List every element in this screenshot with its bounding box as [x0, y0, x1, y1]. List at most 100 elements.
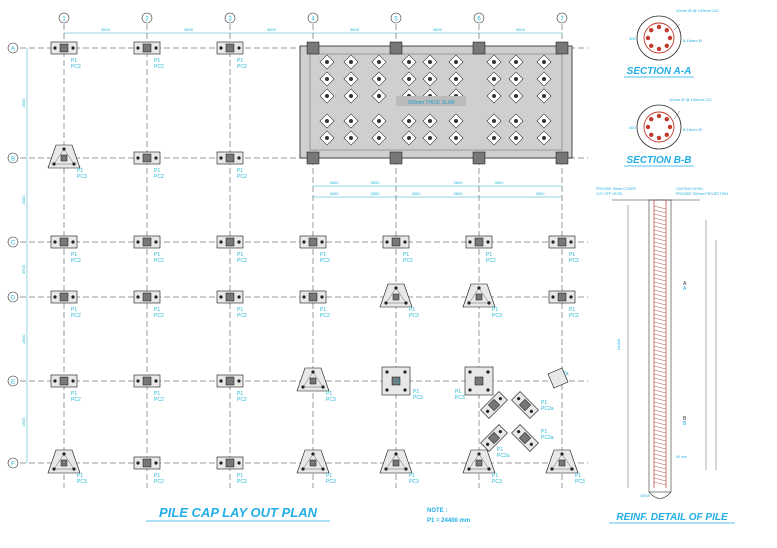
grid-bubble-row [7, 152, 19, 164]
reinf-top-note-1: PROVIDE 40mm COVER [596, 187, 636, 191]
reinf-side-b-2: B [683, 421, 687, 427]
rebar-dot [664, 43, 669, 48]
pile-cap-pc2a [511, 424, 539, 452]
section-a-tie-label: 10mm Ø @ 100mm C/C [676, 8, 719, 13]
slab-pile-marker [508, 113, 524, 129]
section-b-dim: 400 [629, 125, 636, 130]
top-dimension: 3600 [516, 27, 526, 32]
top-dimension: 3600 [350, 27, 360, 32]
section-a-title: SECTION A-A [627, 66, 692, 77]
grid-bubble-row [7, 375, 19, 387]
section-b-tie [643, 111, 675, 143]
cap-label: PC2a [541, 406, 554, 412]
section-b-bars [645, 113, 673, 141]
pile-label: P1 [154, 391, 160, 397]
section-a-bars-label: 8-16mm Ø [683, 38, 702, 43]
top-dimension: 3600 [184, 27, 194, 32]
cap-label: PC2 [154, 64, 164, 70]
grid-row-label: C [11, 241, 16, 247]
section-a-tie [643, 22, 675, 54]
cap-label: PC2 [71, 64, 81, 70]
rebar-dot [664, 117, 669, 122]
slab-pile-marker [319, 54, 335, 70]
slab-pile-marker [401, 130, 417, 146]
slab-dimension: 3600 [371, 180, 381, 185]
slab-column [306, 41, 320, 55]
reinf-title: REINF. DETAIL OF PILE [616, 512, 728, 523]
reinf-side-a-2: A [683, 286, 687, 292]
pile-slab: 300mm THICK SLAB [299, 41, 573, 165]
slab-pile-marker [319, 130, 335, 146]
cap-label: PC2a [497, 453, 510, 459]
slab-pile-marker [371, 54, 387, 70]
pile-label: P1 [71, 391, 77, 397]
pile-cap-small [547, 367, 569, 389]
rebar-dot [656, 24, 662, 30]
grid-bubble-col [58, 12, 70, 24]
section-b-tie-label: 10mm Ø @ 150mm C/C [669, 97, 712, 102]
slab-pile-marker [343, 130, 359, 146]
grid-row-label: E [11, 380, 15, 386]
pile-label: P1 [403, 252, 409, 258]
rebar-dot [645, 35, 651, 41]
slab-pile-marker [401, 54, 417, 70]
rebar-dot [667, 35, 673, 41]
reinf-top-note-2: CUT OFF LEVEL [596, 192, 623, 196]
rebar-dot [649, 43, 654, 48]
note-text: P1 = 24400 mm [427, 518, 470, 524]
rebar-dot [656, 113, 662, 119]
reinf-detail: PROVIDE 40mm COVER CUT OFF LEVEL CASTING… [596, 187, 735, 524]
rebar-dot [664, 28, 669, 33]
slab-pile-marker [536, 130, 552, 146]
pile-label: P1 [326, 473, 332, 479]
top-dimension: 3600 [433, 27, 443, 32]
slab-note: 300mm THICK SLAB [407, 100, 455, 106]
cap-label: PC2 [320, 313, 330, 319]
slab-pile-marker [371, 71, 387, 87]
grid-row-label: B [11, 157, 15, 163]
cap-label: PC2 [154, 397, 164, 403]
cap-label: PC2 [237, 258, 247, 264]
grid-col-label: 2 [145, 17, 149, 23]
pile-label: P1 [77, 168, 83, 174]
pile-rebar [653, 200, 667, 488]
slab-pile-marker [343, 113, 359, 129]
section-b: 10mm Ø @ 150mm C/C 8-16mm Ø 400 SECTION … [624, 97, 712, 167]
grid-bubble-col [224, 12, 236, 24]
grid-bubble-row [7, 42, 19, 54]
cap-label: PC2 [71, 397, 81, 403]
slab-dimension-2: 3600 [412, 191, 422, 196]
reinf-bottom-note-1: 50 mm [676, 455, 687, 459]
slab-pile-marker [448, 113, 464, 129]
cap-label: PC2 [486, 258, 496, 264]
slab-pile-marker [319, 71, 335, 87]
slab-column [555, 151, 569, 165]
pile-label: P1 [497, 447, 503, 453]
slab-pile-marker [536, 54, 552, 70]
pile-cap-pc2a [480, 391, 508, 419]
pile-cap-pc2a [480, 424, 508, 452]
cap-label: PC2 [237, 479, 247, 485]
cap-label: PC2a [541, 435, 554, 441]
slab-dimension-2: 3600 [371, 191, 381, 196]
grid-bubble-row [7, 291, 19, 303]
pile-label: P1 [237, 473, 243, 479]
